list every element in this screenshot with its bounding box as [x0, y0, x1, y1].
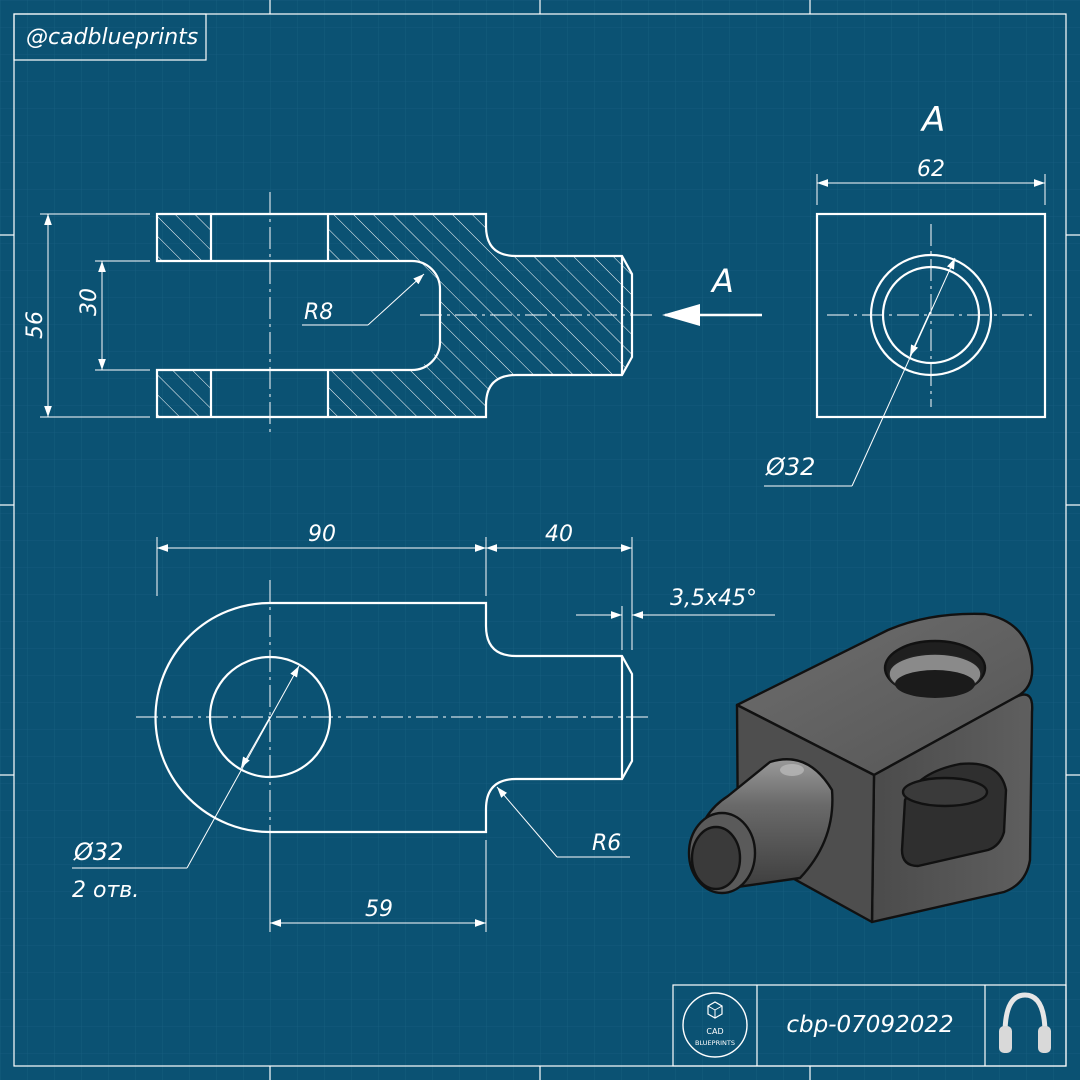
dim-40-text: 40	[545, 522, 573, 547]
dim-r6	[496, 786, 630, 858]
view-a-centerlines	[827, 224, 1035, 407]
dim-59	[269, 840, 487, 932]
handle-tag: @cadblueprints	[13, 13, 207, 61]
section-centerlines	[269, 192, 652, 435]
cad-logo-icon: CAD BLUEPRINTS	[682, 992, 748, 1058]
dim-front-hole	[72, 665, 300, 869]
dim-front-hole-count: 2 отв.	[72, 878, 139, 903]
headphones-icon	[999, 992, 1051, 1053]
handle-text: @cadblueprints	[26, 25, 198, 50]
dim-view-a-hole	[764, 257, 956, 487]
dim-90-text: 90	[308, 522, 336, 547]
logo-line1: CAD	[706, 1027, 723, 1036]
section-hatching	[157, 214, 632, 417]
dim-30	[95, 260, 150, 371]
view-arrow-label: A	[710, 262, 734, 300]
drawing-id: cbp-07092022	[786, 1012, 953, 1038]
dim-56-text: 56	[23, 311, 48, 339]
view-arrow-a	[662, 304, 762, 326]
front-view: 90 40 3,5x45° Ø32 2 отв. R6	[72, 522, 775, 932]
view-a-title: A	[920, 100, 945, 140]
dim-59-text: 59	[365, 897, 393, 922]
dim-30-text: 30	[77, 288, 102, 316]
dim-r8	[302, 273, 425, 326]
view-a: A 62 Ø32	[764, 100, 1047, 487]
dim-56	[40, 213, 150, 418]
dim-r6-text: R6	[592, 831, 621, 856]
front-centerlines	[136, 580, 650, 855]
dim-view-a-hole-text: Ø32	[765, 453, 815, 481]
dim-chamfer	[576, 606, 775, 650]
dim-front-hole-text: Ø32	[73, 838, 123, 866]
isometric-model	[687, 612, 1034, 924]
logo-line2: BLUEPRINTS	[695, 1039, 735, 1047]
dim-chamfer-text: 3,5x45°	[670, 586, 757, 611]
title-block: CAD BLUEPRINTS cbp-07092022	[672, 984, 1067, 1067]
dim-r8-text: R8	[304, 300, 333, 325]
dim-40	[486, 537, 633, 650]
dim-62	[816, 174, 1046, 205]
section-view: 56 30 R8 A	[23, 192, 762, 435]
dim-62-text: 62	[917, 157, 945, 182]
